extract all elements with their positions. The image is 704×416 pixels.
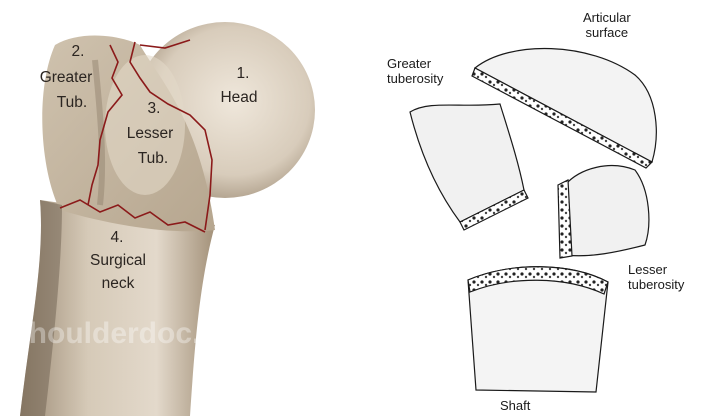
label-lesser-tub-line1: 3. — [148, 100, 161, 117]
label-lesser-tub-line3: Tub. — [138, 150, 168, 167]
label-shaft-line1: Shaft — [500, 398, 530, 413]
label-head-line2: Head — [220, 89, 257, 106]
label-lesser-tub-line2: Lesser — [127, 125, 174, 142]
label-articular-surface-line2: surface — [583, 25, 631, 40]
humerus-anatomy-figure: shoulderdoc.co.uk 2. Greater Tub. 3. Les… — [0, 0, 360, 416]
label-lesser-tuberosity-line1: Lesser — [628, 262, 684, 277]
label-lesser-tuberosity-line2: tuberosity — [628, 277, 684, 292]
label-shaft: Shaft — [500, 398, 530, 413]
label-surgical-neck-line1: 4. — [111, 229, 124, 246]
watermark-text: shoulderdoc.co.uk — [12, 317, 279, 350]
label-surgical-neck-line3: neck — [102, 275, 135, 292]
label-greater-tuberosity: Greater tuberosity — [387, 56, 443, 86]
lesser-tuberosity-fragment — [565, 166, 649, 256]
label-greater-tuberosity-line2: tuberosity — [387, 71, 443, 86]
label-head-line1: 1. — [237, 65, 250, 82]
humerus-illustration: shoulderdoc.co.uk 2. Greater Tub. 3. Les… — [0, 0, 360, 416]
label-greater-tub-line1: 2. — [72, 43, 85, 60]
fracture-fragments-figure: Articular surface Greater tuberosity Les… — [360, 0, 704, 416]
label-articular-surface: Articular surface — [583, 10, 631, 40]
label-greater-tuberosity-line1: Greater — [387, 56, 443, 71]
label-greater-tub-line3: Tub. — [57, 94, 87, 111]
label-greater-tub-line2: Greater — [40, 69, 93, 86]
label-surgical-neck-line2: Surgical — [90, 252, 146, 269]
label-lesser-tuberosity: Lesser tuberosity — [628, 262, 684, 292]
label-articular-surface-line1: Articular — [583, 10, 631, 25]
